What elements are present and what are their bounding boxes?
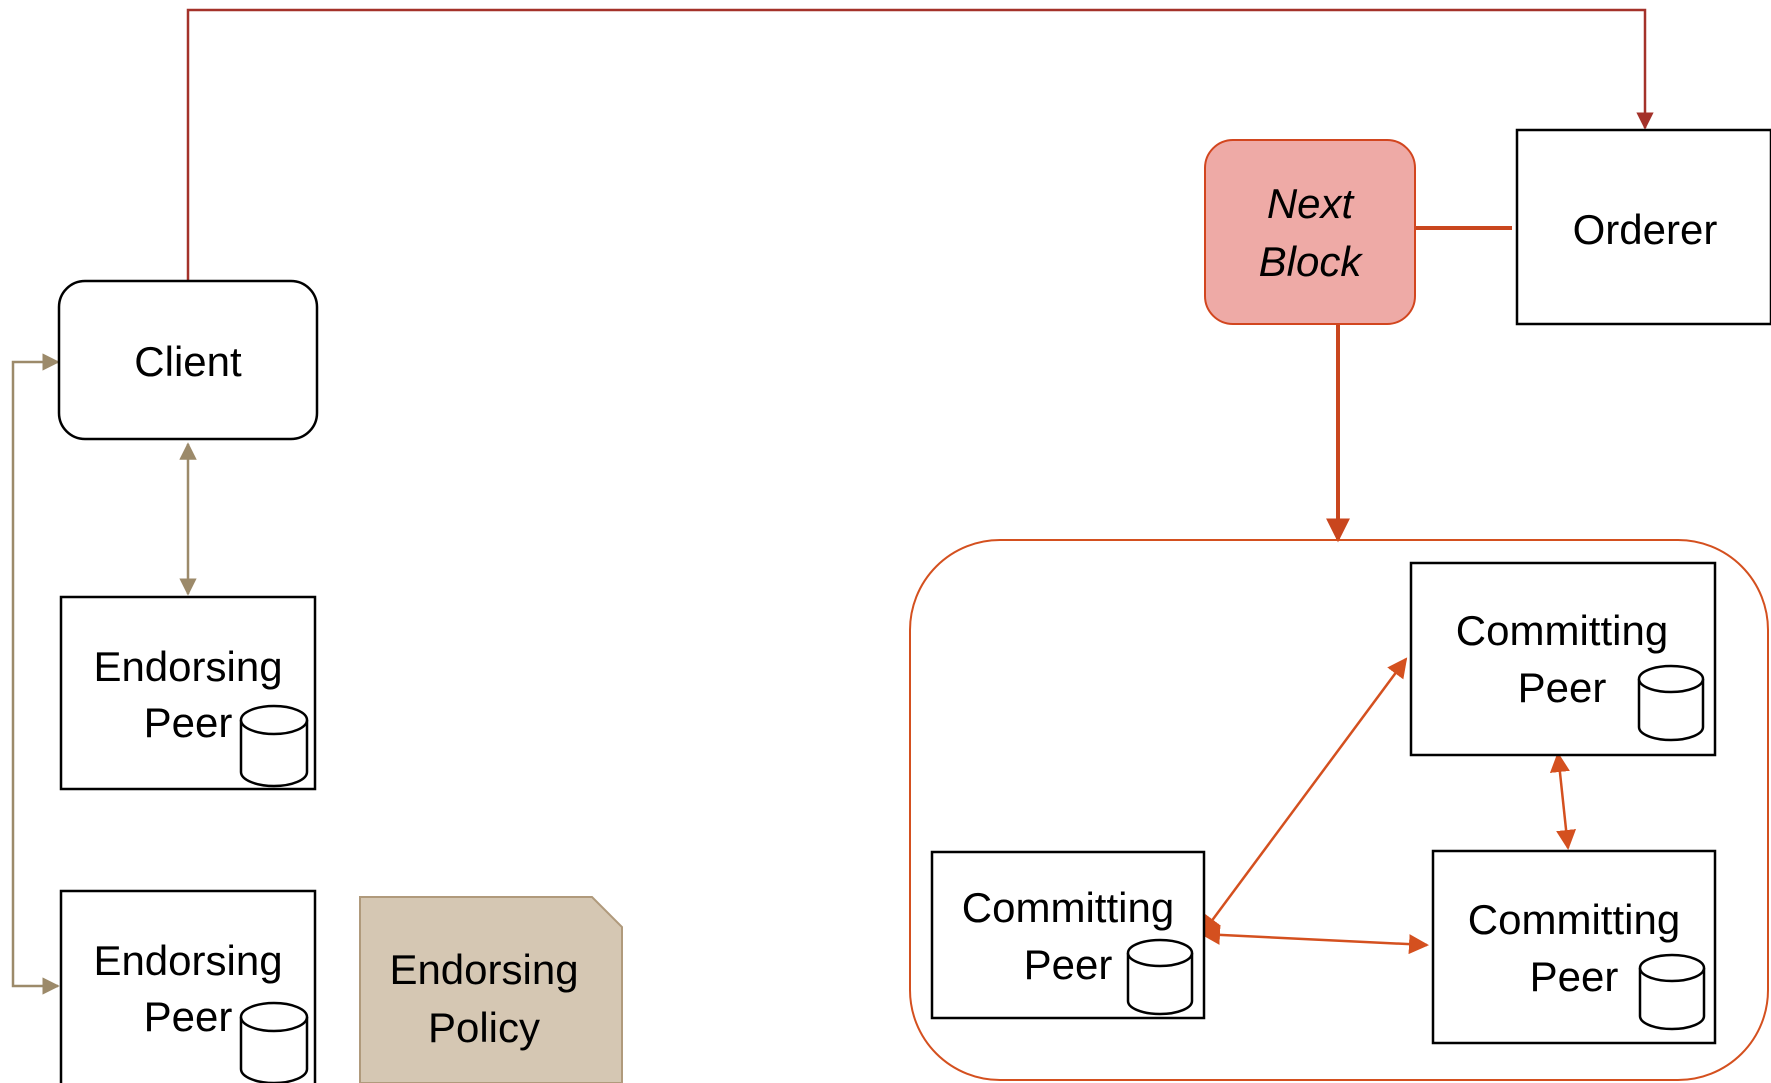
endorsing-peer-2-line1: Endorsing (93, 937, 282, 984)
committing-peer-right-line2: Peer (1530, 953, 1619, 1000)
orderer-label: Orderer (1573, 206, 1718, 253)
committing-peer-top-line2: Peer (1518, 664, 1607, 711)
committing-peer-left-line2: Peer (1024, 941, 1113, 988)
database-icon (239, 1001, 309, 1083)
endorsing-peer-node-1: Endorsing Peer (59, 595, 317, 791)
committing-peer-node-top: Committing Peer (1409, 561, 1717, 757)
endorsing-policy-line2: Policy (428, 1004, 540, 1051)
endorsing-peer-node-2: Endorsing Peer (59, 889, 317, 1083)
committing-peer-top-line1: Committing (1456, 607, 1668, 654)
endorsing-peer-2-line2: Peer (144, 993, 233, 1040)
database-icon (1638, 953, 1706, 1031)
endorsing-peer-1-line2: Peer (144, 699, 233, 746)
committing-peers-group (909, 539, 1769, 1081)
document-icon (359, 896, 623, 1083)
endorsing-policy-node: Endorsing Policy (359, 896, 623, 1083)
client-node: Client (57, 279, 319, 441)
client-to-orderer-connector (186, 8, 1654, 280)
client-endorser2-connector (11, 353, 60, 995)
peer-left-right-connector (1200, 924, 1429, 955)
committing-peer-node-left: Committing Peer (930, 850, 1206, 1020)
orderer-node: Orderer (1515, 128, 1771, 326)
peer-top-left-connector (1200, 657, 1408, 936)
next-block-line2: Block (1259, 238, 1364, 285)
endorsing-peer-1-line1: Endorsing (93, 643, 282, 690)
client-label: Client (134, 338, 242, 385)
next-block-node: Next Block (1204, 139, 1416, 325)
database-icon (239, 704, 309, 788)
committing-peer-right-line1: Committing (1468, 896, 1680, 943)
next-block-line1: Next (1267, 180, 1356, 227)
database-icon (1637, 664, 1705, 742)
database-icon (1126, 938, 1194, 1016)
committing-peer-left-line1: Committing (962, 884, 1174, 931)
committing-peer-node-right: Committing Peer (1431, 849, 1717, 1045)
peer-top-right-connector (1549, 752, 1577, 850)
endorsing-policy-line1: Endorsing (389, 946, 578, 993)
